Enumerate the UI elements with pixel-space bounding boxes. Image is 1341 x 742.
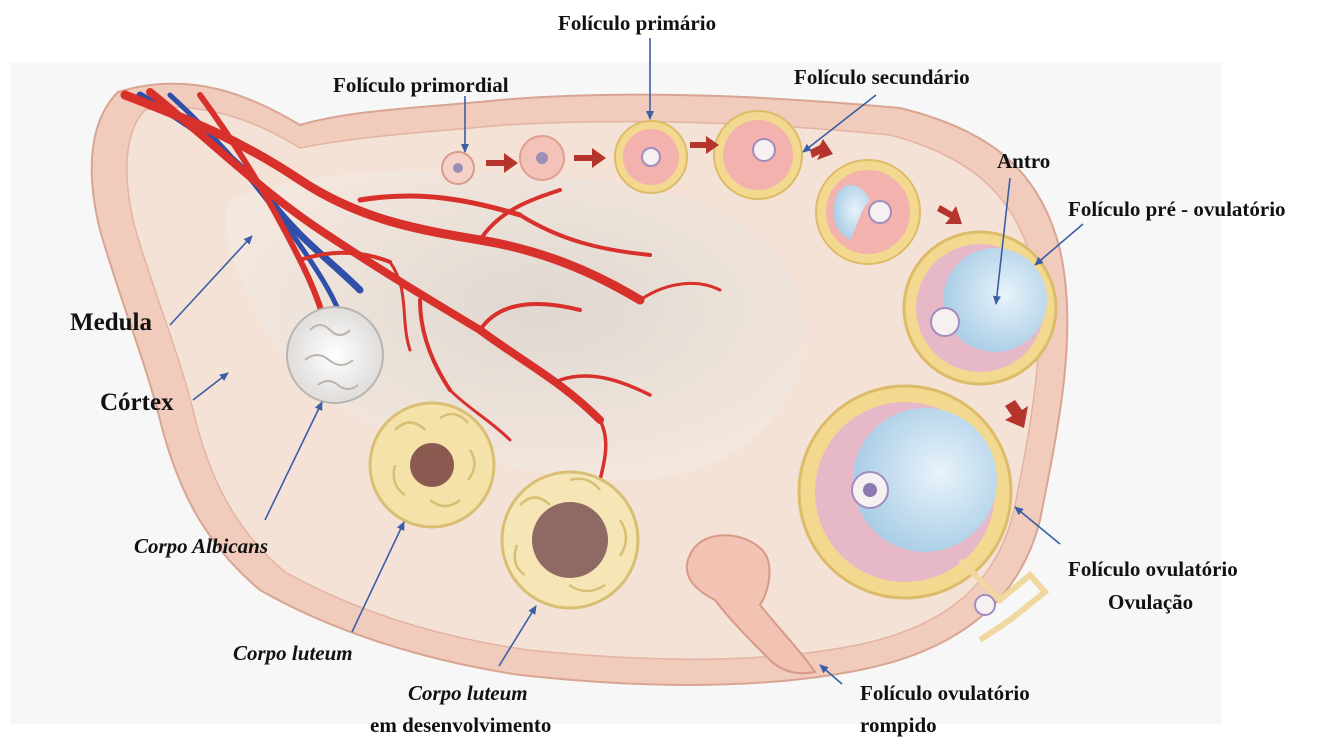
label-ovulatorio-line1: Folículo ovulatório (1068, 557, 1238, 581)
label-secundario: Folículo secundário (794, 65, 970, 89)
follicle-primary (615, 121, 687, 193)
label-antro: Antro (997, 149, 1050, 173)
corpus-albicans (287, 307, 383, 403)
corpus-luteum-developing (502, 472, 638, 608)
corpus-luteum (370, 403, 494, 527)
label-pre-ovulatorio: Folículo pré - ovulatório (1068, 197, 1286, 221)
label-rompido-line1: Folículo ovulatório (860, 681, 1030, 705)
label-cortex: Córtex (100, 389, 174, 416)
label-primario: Folículo primário (558, 11, 716, 35)
label-corpo-albicans: Corpo Albicans (134, 534, 268, 558)
follicle-primary-small (520, 136, 564, 180)
label-corpo-luteum-dev-line1: Corpo luteum (408, 681, 528, 705)
label-ovulatorio-line2: Ovulação (1108, 590, 1193, 614)
follicle-preovulatory (904, 232, 1056, 384)
label-corpo-luteum-dev-line2: em desenvolvimento (370, 713, 551, 737)
follicle-early-antral (816, 160, 920, 264)
follicle-primordial (442, 152, 474, 184)
label-medula: Medula (70, 309, 152, 336)
label-rompido-line2: rompido (860, 713, 937, 737)
follicle-secondary (714, 111, 802, 199)
label-corpo-luteum: Corpo luteum (233, 641, 353, 665)
label-primordial: Folículo primordial (333, 73, 509, 97)
follicle-ovulatory (799, 386, 1011, 598)
